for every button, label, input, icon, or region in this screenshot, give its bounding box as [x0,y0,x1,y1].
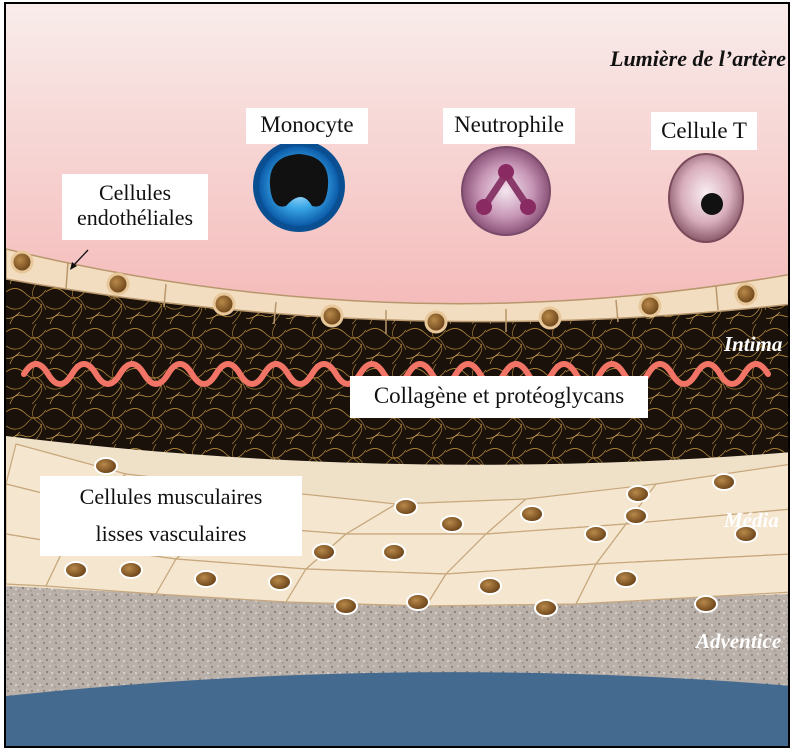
artery-wall-diagram: Lumière de l’artère Monocyte Neutrophile… [4,2,790,748]
monocyte-cell [253,140,345,232]
smooth-muscle-label-line1: Cellules musculaires [40,484,302,509]
neutrophil-label: Neutrophile [443,108,575,144]
endothelial-cells-label: Cellules endothéliales [62,174,208,240]
intima-label: Intima [724,332,782,357]
collagen-label: Collagène et protéoglycans [350,376,648,418]
t-cell [669,154,743,242]
monocyte-label: Monocyte [246,108,368,144]
smooth-muscle-label-line2: lisses vasculaires [40,521,302,546]
adventice-label: Adventice [696,629,781,654]
t-cell-label: Cellule T [651,112,757,150]
media-label: Média [724,508,779,533]
lumen-label: Lumière de l’artère [610,46,786,72]
neutrophil-cell [462,147,550,235]
smooth-muscle-label: Cellules musculaires lisses vasculaires [40,476,302,556]
